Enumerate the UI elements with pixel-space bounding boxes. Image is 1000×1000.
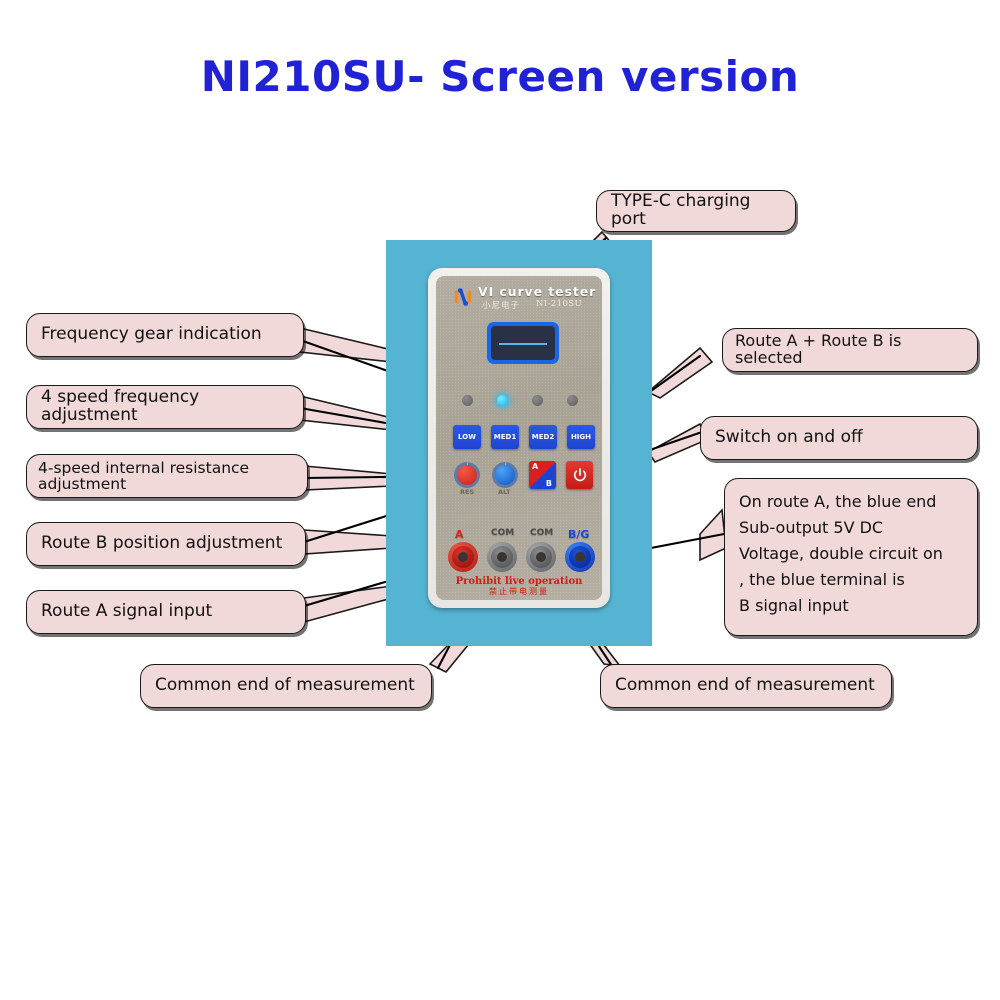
callout-route-b-position: Route B position adjustment [26, 522, 306, 566]
mode-button-med2[interactable]: MED2 [529, 425, 557, 449]
route-a-label: A [532, 462, 539, 471]
callout-common-end-right: Common end of measurement [600, 664, 892, 708]
brand-name: VI curve tester [478, 284, 597, 299]
led-indicator-2 [497, 395, 508, 406]
route-b-knob-label: ALT [498, 488, 511, 496]
brand-name-cn: 小尼电子 [482, 301, 521, 311]
terminal-hole [458, 552, 468, 562]
lcd-trace-line [498, 343, 548, 345]
blue-end-line-4: , the blue terminal is [739, 569, 905, 589]
brand-block: VI curve tester 小尼电子 NI-210SU [452, 284, 595, 314]
lcd-display-area [491, 326, 555, 360]
terminal-bg[interactable] [565, 542, 595, 572]
callout-blue-end-output: On route A, the blue end Sub-output 5V D… [724, 478, 978, 636]
callout-frequency-gear: Frequency gear indication [26, 313, 304, 357]
route-b-knob[interactable] [492, 462, 518, 488]
knob-cap [457, 465, 477, 485]
blue-end-line-5: B signal input [739, 595, 849, 615]
knob-cap [495, 465, 515, 485]
callout-switch-on-off: Switch on and off [700, 416, 978, 460]
terminal-hole [575, 552, 585, 562]
warning-text-english: Prohibit live operation [455, 576, 583, 587]
power-button[interactable] [566, 461, 593, 489]
mode-button-med1[interactable]: MED1 [491, 425, 519, 449]
resistance-knob[interactable] [454, 462, 480, 488]
callout-route-a-input: Route A signal input [26, 590, 306, 634]
mode-button-high[interactable]: HIGH [567, 425, 595, 449]
callout-type-c-port: TYPE-C charging port [596, 190, 796, 232]
callout-speed-frequency: 4 speed frequency adjustment [26, 385, 304, 429]
callout-internal-resistance: 4-speed internal resistance adjustment [26, 454, 308, 498]
led-indicator-1 [462, 395, 473, 406]
terminal-com-1[interactable] [487, 542, 517, 572]
led-indicator-3 [532, 395, 543, 406]
blue-end-line-1: On route A, the blue end [739, 492, 937, 511]
terminal-a[interactable] [448, 542, 478, 572]
route-b-label: B [545, 479, 552, 488]
blue-end-line-3: Voltage, double circuit on [739, 543, 943, 563]
terminal-hole [536, 552, 546, 562]
terminal-label-bg: B/G [568, 528, 590, 541]
terminal-hole [497, 552, 507, 562]
n-logo-icon [454, 288, 472, 306]
terminal-com-2[interactable] [526, 542, 556, 572]
blue-end-line-2: Sub-output 5V DC [739, 517, 884, 537]
callout-common-end-left: Common end of measurement [140, 664, 432, 708]
terminal-label-a: A [455, 528, 464, 541]
resistance-knob-label: RES [460, 488, 475, 496]
route-ab-select-button[interactable]: A B [529, 461, 556, 489]
callout-route-ab-selected: Route A + Route B is selected [722, 328, 978, 372]
mode-button-low[interactable]: LOW [453, 425, 481, 449]
lcd-screen [487, 322, 559, 364]
terminal-label-com2: COM [530, 528, 554, 538]
power-icon [573, 468, 586, 482]
page-title: NI210SU- Screen version [200, 52, 800, 101]
terminal-label-com1: COM [491, 528, 515, 538]
warning-text-chinese: 禁止带电测量 [489, 587, 549, 596]
led-indicator-4 [567, 395, 578, 406]
model-number: NI-210SU [536, 299, 583, 309]
